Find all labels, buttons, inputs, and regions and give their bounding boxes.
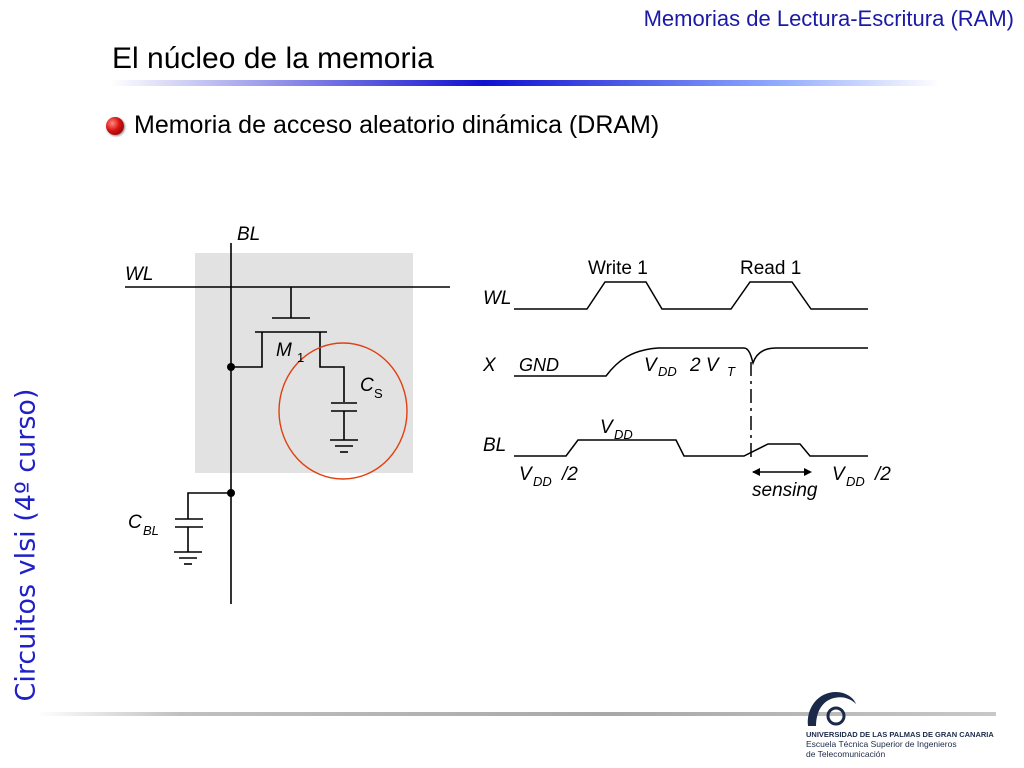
vdd-2vt-v: V (644, 355, 659, 376)
cs-label: C (360, 375, 374, 396)
transistor-source (319, 332, 345, 402)
junction-dot (227, 363, 235, 371)
read-label: Read 1 (740, 258, 801, 279)
vdd-half-right-frac: /2 (873, 464, 891, 485)
bullet-text: Memoria de acceso aleatorio dinámica (DR… (134, 111, 660, 139)
slide-title: El núcleo de la memoria (112, 42, 434, 75)
wl-waveform (514, 281, 868, 310)
sensing-label: sensing (752, 480, 818, 501)
vdd-2vt-sub: DD (658, 364, 677, 379)
vdd-half-left-sub: DD (533, 474, 552, 489)
cbl-subscript: BL (143, 523, 159, 538)
university-line-3: de Telecomunicación (806, 749, 886, 759)
header-title: Memorias de Lectura-Escritura (RAM) (643, 6, 1014, 31)
vdd-2vt-rest: 2 V (689, 355, 721, 376)
title-rule (110, 80, 940, 86)
wl-label: WL (125, 264, 154, 285)
bullet-item: Memoria de acceso aleatorio dinámica (DR… (106, 111, 659, 140)
vdd-half-right-v: V (832, 464, 847, 485)
footer-rule (36, 712, 996, 716)
sensing-arrow-left (752, 468, 760, 476)
university-line-1: UNIVERSIDAD DE LAS PALMAS DE GRAN CANARI… (806, 730, 994, 739)
cbl-label: C (128, 512, 142, 533)
m1-label: M (276, 340, 292, 361)
write-label: Write 1 (588, 258, 648, 279)
junction-dot (227, 489, 235, 497)
transistor-drain (231, 332, 263, 368)
vdd-half-right-sub: DD (846, 474, 865, 489)
bl-waveform (514, 439, 868, 457)
x-waveform (514, 347, 868, 377)
vdd-high-sub: DD (614, 427, 633, 442)
university-logo-icon (807, 692, 856, 726)
timing-wl-label: WL (483, 288, 512, 309)
timing-bl-label: BL (483, 435, 506, 456)
m1-subscript: 1 (297, 350, 304, 365)
university-line-2: Escuela Técnica Superior de Ingenieros (806, 739, 957, 749)
gnd-label: GND (519, 355, 559, 375)
highlight-circle (278, 342, 408, 480)
timing-x-label: X (482, 355, 497, 376)
sensing-arrow-right (804, 468, 812, 476)
bl-label: BL (237, 224, 260, 245)
bullet-dot-icon (106, 116, 124, 135)
cs-subscript: S (374, 386, 383, 401)
vdd-half-left-v: V (519, 464, 534, 485)
university-name: UNIVERSIDAD DE LAS PALMAS DE GRAN CANARI… (806, 730, 1006, 766)
vdd-high-v: V (600, 417, 615, 438)
vdd-half-left-frac: /2 (560, 464, 578, 485)
cbl-lead (187, 492, 231, 519)
vt-subscript: T (727, 364, 736, 379)
